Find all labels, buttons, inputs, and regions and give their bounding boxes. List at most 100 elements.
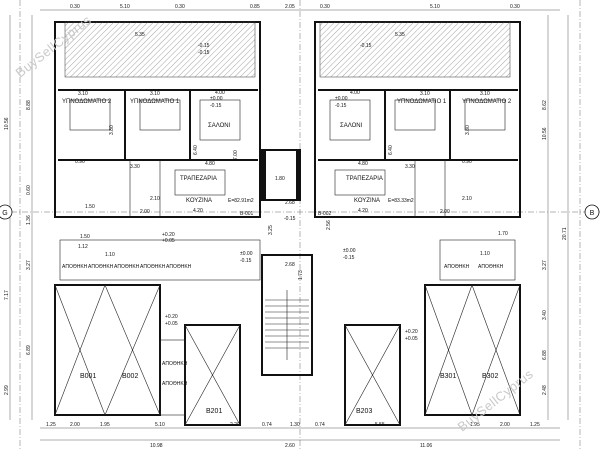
svg-text:0.30: 0.30 <box>70 4 80 10</box>
svg-text:+0.05: +0.05 <box>405 336 418 342</box>
svg-text:6.88: 6.88 <box>542 350 548 360</box>
svg-text:3.27: 3.27 <box>542 260 548 270</box>
svg-text:2.56: 2.56 <box>326 220 332 230</box>
svg-text:1.36: 1.36 <box>26 215 32 225</box>
room-kitchen-right: ΚΟΥΖΙΝΑ <box>354 198 380 204</box>
svg-text:2.10: 2.10 <box>462 196 472 202</box>
svg-text:ΑΠΟΘΗΚΗ: ΑΠΟΘΗΚΗ <box>444 264 470 270</box>
room-storage: ΑΠΟΘΗΚΗ <box>62 264 88 270</box>
area-labels: E=82.91m2 E=83.33m2 <box>228 198 414 204</box>
svg-text:B302: B302 <box>482 373 498 380</box>
svg-text:ΑΠΟΘΗΚΗ: ΑΠΟΘΗΚΗ <box>162 361 188 367</box>
svg-text:1.73: 1.73 <box>298 270 304 280</box>
svg-text:5.35: 5.35 <box>395 32 405 38</box>
svg-text:2.00: 2.00 <box>440 209 450 215</box>
svg-text:+0.20: +0.20 <box>405 329 418 335</box>
svg-text:2.00: 2.00 <box>140 209 150 215</box>
svg-text:4.20: 4.20 <box>193 208 203 214</box>
svg-text:1.70: 1.70 <box>498 231 508 237</box>
room-dining-right: ΤΡΑΠΕΖΑΡΙΑ <box>346 176 383 182</box>
svg-text:0.90: 0.90 <box>75 159 85 165</box>
svg-text:±0.00: ±0.00 <box>343 248 356 254</box>
svg-text:3.27: 3.27 <box>26 260 32 270</box>
svg-text:2.60: 2.60 <box>285 443 295 449</box>
svg-text:0.90: 0.90 <box>462 159 472 165</box>
svg-text:20.71: 20.71 <box>562 227 568 240</box>
svg-text:2.99: 2.99 <box>4 385 10 395</box>
svg-text:10.56: 10.56 <box>542 127 548 140</box>
svg-text:-0.15: -0.15 <box>284 216 296 222</box>
svg-text:-0.15: -0.15 <box>343 255 355 261</box>
svg-text:-0.15: -0.15 <box>198 50 210 56</box>
svg-text:ΑΠΟΘΗΚΗ: ΑΠΟΘΗΚΗ <box>166 264 192 270</box>
svg-text:8.88: 8.88 <box>26 100 32 110</box>
svg-text:7.00: 7.00 <box>233 150 239 160</box>
svg-text:-0.15: -0.15 <box>335 103 347 109</box>
svg-text:0.30: 0.30 <box>175 4 185 10</box>
svg-text:0.74: 0.74 <box>315 422 325 428</box>
svg-text:1.25: 1.25 <box>46 422 56 428</box>
svg-text:3.30: 3.30 <box>130 164 140 170</box>
room-dining-left: ΤΡΑΠΕΖΑΡΙΑ <box>180 176 217 182</box>
svg-text:-0.15: -0.15 <box>198 43 210 49</box>
svg-text:+0.20: +0.20 <box>162 232 175 238</box>
central-core <box>261 149 313 376</box>
svg-text:5.35: 5.35 <box>135 32 145 38</box>
svg-text:5.10: 5.10 <box>155 422 165 428</box>
svg-text:2.10: 2.10 <box>150 196 160 202</box>
right-apartment <box>314 21 521 218</box>
svg-text:B: B <box>590 210 595 217</box>
svg-text:3.10: 3.10 <box>480 91 490 97</box>
room-living-right: ΣΑΛΟΝΙ <box>340 123 363 129</box>
svg-text:B-002: B-002 <box>318 211 332 217</box>
svg-text:2.48: 2.48 <box>542 385 548 395</box>
svg-text:6.40: 6.40 <box>388 145 394 155</box>
area-right: E=83.33m2 <box>388 198 414 204</box>
svg-text:ΑΠΟΘΗΚΗ: ΑΠΟΘΗΚΗ <box>162 381 188 387</box>
svg-text:0.85: 0.85 <box>250 4 260 10</box>
svg-text:3.80: 3.80 <box>109 125 115 135</box>
svg-text:-0.15: -0.15 <box>210 103 222 109</box>
bottom-dimensions: 1.25 2.00 1.95 5.10 2.20 0.74 1.30 0.74 … <box>46 422 540 449</box>
svg-text:5.10: 5.10 <box>430 4 440 10</box>
svg-text:2.00: 2.00 <box>70 422 80 428</box>
svg-text:8.62: 8.62 <box>542 100 548 110</box>
svg-text:+0.05: +0.05 <box>165 321 178 327</box>
svg-text:3.40: 3.40 <box>542 310 548 320</box>
svg-text:0.30: 0.30 <box>510 4 520 10</box>
top-dimensions: 0.30 5.10 0.30 0.85 2.05 0.30 5.10 0.30 … <box>70 4 520 38</box>
svg-text:5.55: 5.55 <box>375 422 385 428</box>
svg-text:4.00: 4.00 <box>215 90 225 96</box>
unit-labels: B001 B002 B201 B203 B301 B302 B-001 B-00… <box>80 211 498 415</box>
level-marks: -0.15 -0.15 -0.15 ±0.00 -0.15 ±0.00 -0.1… <box>162 43 418 342</box>
svg-text:B-001: B-001 <box>240 211 254 217</box>
svg-text:4.80: 4.80 <box>205 161 215 167</box>
svg-text:-0.15: -0.15 <box>360 43 372 49</box>
svg-text:3.10: 3.10 <box>150 91 160 97</box>
svg-text:B201: B201 <box>206 408 222 415</box>
left-dimensions: 10.56 8.88 0.60 1.36 3.27 7.17 6.89 2.99 <box>4 100 32 395</box>
svg-text:4.80: 4.80 <box>358 161 368 167</box>
svg-text:-0.15: -0.15 <box>240 258 252 264</box>
svg-text:1.12: 1.12 <box>78 244 88 250</box>
svg-text:B203: B203 <box>356 408 372 415</box>
svg-text:1.80: 1.80 <box>275 176 285 182</box>
room-bedroom-2-right: ΥΠΝΟΔΩΜΑΤΙΟ 2 <box>462 99 512 105</box>
svg-text:G: G <box>2 210 7 217</box>
svg-text:ΑΠΟΘΗΚΗ: ΑΠΟΘΗΚΗ <box>88 264 114 270</box>
svg-text:7.17: 7.17 <box>4 290 10 300</box>
svg-text:2.68: 2.68 <box>285 262 295 268</box>
svg-text:+0.20: +0.20 <box>165 314 178 320</box>
svg-text:ΑΠΟΘΗΚΗ: ΑΠΟΘΗΚΗ <box>114 264 140 270</box>
svg-text:±0.00: ±0.00 <box>240 251 253 257</box>
svg-text:4.20: 4.20 <box>358 208 368 214</box>
svg-text:1.95: 1.95 <box>470 422 480 428</box>
left-apartment <box>54 21 261 218</box>
svg-text:3.80: 3.80 <box>465 125 471 135</box>
svg-text:1.50: 1.50 <box>80 234 90 240</box>
svg-text:10.98: 10.98 <box>150 443 163 449</box>
svg-text:1.50: 1.50 <box>85 204 95 210</box>
ground-floor <box>54 239 521 426</box>
svg-text:2.68: 2.68 <box>285 200 295 206</box>
